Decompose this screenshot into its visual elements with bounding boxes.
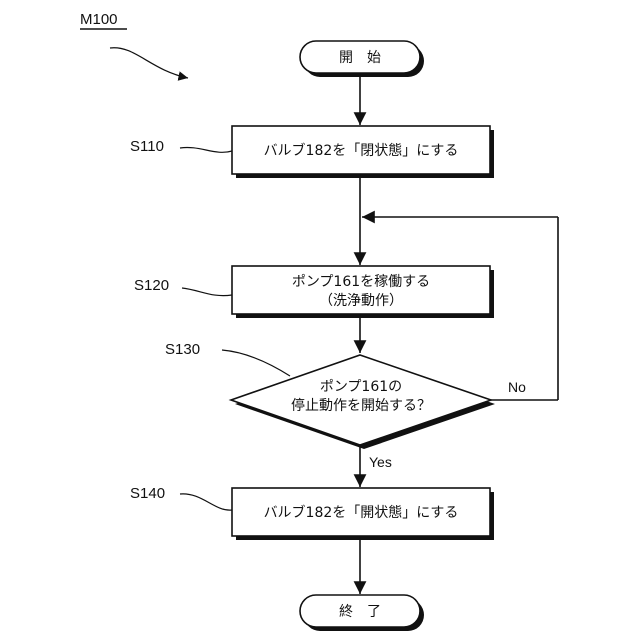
step-label-s130: S130 xyxy=(165,341,200,358)
start-label: 開 始 xyxy=(339,50,381,66)
decision-s130-text-line1: ポンプ161の xyxy=(320,379,402,395)
step-label-s140: S140 xyxy=(130,485,165,502)
process-s140-text: バルブ182を「開状態」にする xyxy=(264,504,459,521)
process-s140: S140 バルブ182を「開状態」にする xyxy=(130,485,494,540)
process-s120-text-line1: ポンプ161を稼働する xyxy=(292,274,430,290)
process-s120-text-line2: （洗浄動作） xyxy=(319,293,403,309)
no-branch-label: No xyxy=(508,379,526,395)
yes-branch-label: Yes xyxy=(369,454,392,470)
end-terminal: 終 了 xyxy=(300,595,424,631)
process-s110-text: バルブ182を「閉状態」にする xyxy=(264,142,459,159)
step-label-s110: S110 xyxy=(130,138,164,155)
process-s110: S110 バルブ182を「閉状態」にする xyxy=(130,126,494,178)
decision-s130-text-line2: 停止動作を開始する？ xyxy=(291,397,431,414)
step-label-s120: S120 xyxy=(134,277,169,294)
decision-s130: S130 ポンプ161の 停止動作を開始する？ No Yes xyxy=(165,341,526,470)
start-terminal: 開 始 xyxy=(300,41,424,77)
process-s120: S120 ポンプ161を稼働する （洗浄動作） xyxy=(134,266,494,318)
figure-label-text: M100 xyxy=(80,11,118,28)
figure-label: M100 xyxy=(80,11,188,78)
end-label: 終 了 xyxy=(339,604,381,620)
